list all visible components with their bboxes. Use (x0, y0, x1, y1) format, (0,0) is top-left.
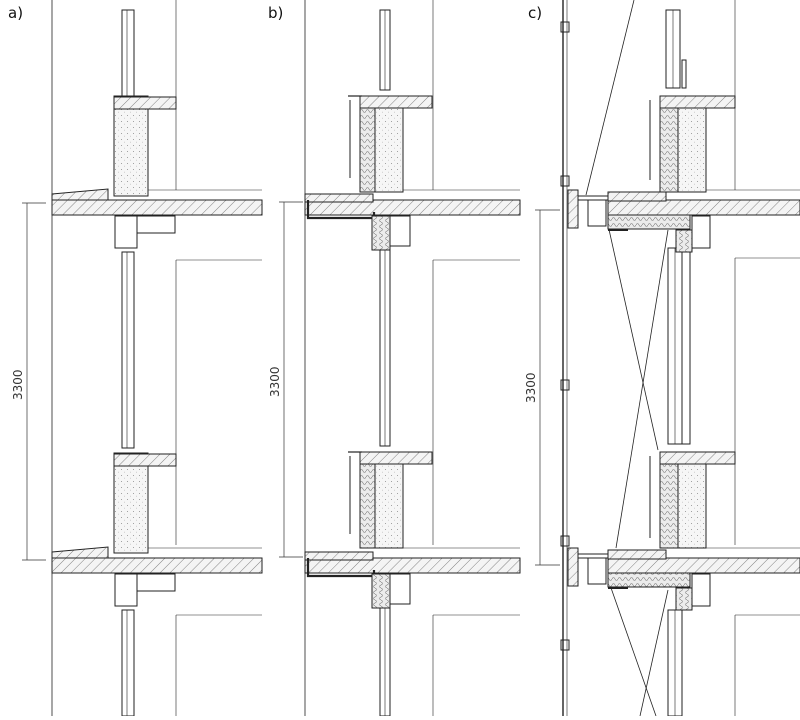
panel-c-section (560, 0, 800, 717)
panel-a-section (51, 0, 263, 717)
dimension-line-b (279, 201, 303, 558)
dimension-value-a: 3300 (11, 369, 25, 400)
panel-label-a: a) (8, 4, 24, 22)
dimension-line-c (535, 209, 560, 566)
panel-b-section (304, 0, 521, 717)
panel-label-c: c) (528, 4, 543, 22)
dimension-value-c: 3300 (524, 372, 538, 403)
dimension-value-b: 3300 (268, 366, 282, 397)
panel-label-b: b) (268, 4, 284, 22)
dimension-line-a (22, 202, 46, 561)
